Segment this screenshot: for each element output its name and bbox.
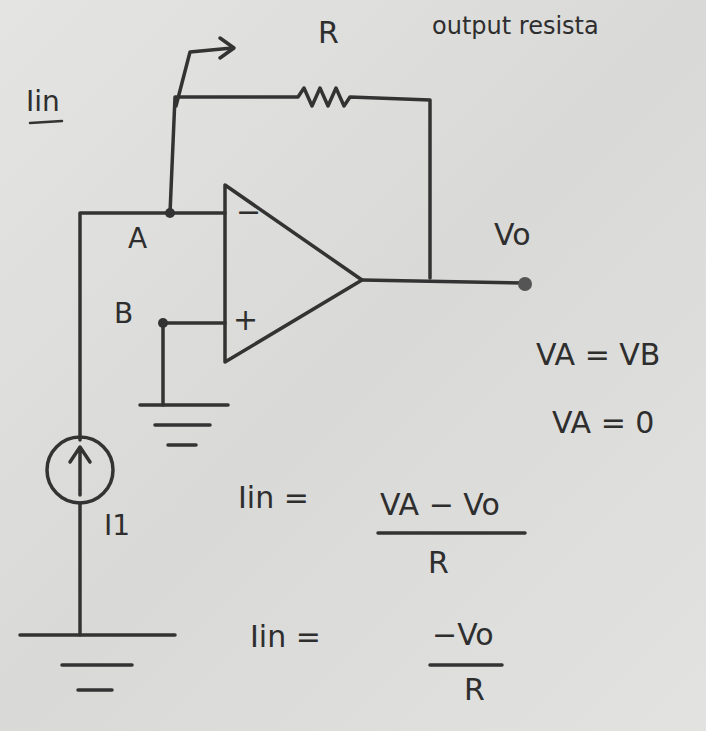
equation-text: R [464,675,485,705]
node-label: A [128,225,147,253]
resistor-label: R [318,18,339,48]
fraction-bar [378,531,525,535]
opamp-symbol [225,185,362,362]
junction-dot [158,318,168,328]
source-arrow [70,447,90,495]
equation-text: −Vo [432,620,494,650]
equation-text: VA = 0 [552,408,654,438]
current-label: I1 [104,512,130,540]
pin-sign: − [236,197,261,227]
current-source [47,437,113,503]
equation-text: R [428,548,449,578]
current-arrow [176,38,234,106]
output-terminal [518,277,532,291]
plus-wire [163,321,225,325]
feedback-wire [170,88,430,278]
signal-label: Vo [494,220,531,250]
note-text: output resista [432,14,599,38]
equation-text: Iin = [250,622,321,652]
output-wire [362,280,525,283]
ground-wire [161,323,165,405]
node-label: B [114,300,133,328]
underline [30,121,62,123]
ground-symbol [20,635,175,690]
pin-sign: + [233,305,258,335]
equation-text: Iin = [238,483,309,513]
equation-text: VA − Vo [380,490,500,520]
current-label: Iin [26,88,60,116]
ground-symbol [140,405,228,445]
equation-text: VA = VB [536,340,660,370]
junction-dot [165,208,175,218]
source-wire [78,503,82,635]
fraction-bar [430,663,502,667]
